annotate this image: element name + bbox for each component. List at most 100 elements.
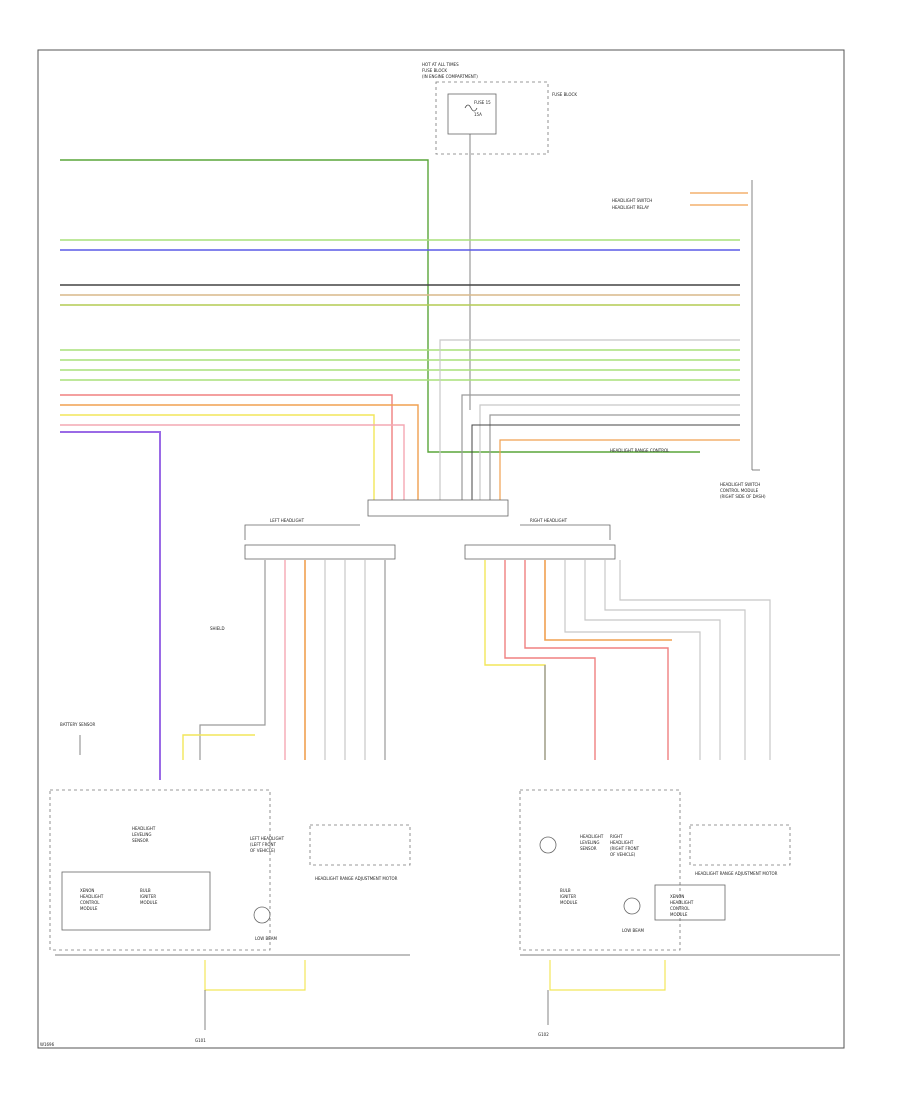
wire-right-lightgray-3 — [604, 560, 746, 760]
fuse-label: FUSE 15 — [474, 100, 491, 105]
left-ground-label: G101 — [195, 1038, 206, 1043]
left-headlight-assembly-outline — [49, 789, 271, 951]
left-module-label-3: OF VEHICLE) — [250, 848, 276, 853]
right-leveling-2: LEVELING — [580, 840, 600, 845]
splice-area: LEFT HEADLIGHT RIGHT HEADLIGHT — [244, 499, 616, 560]
left-ballast-1: BULB — [140, 888, 151, 893]
left-ballast-3: MODULE — [140, 900, 158, 905]
wire-right-yellow — [484, 560, 546, 760]
main-module-label-3: (RIGHT SIDE OF DASH) — [720, 494, 766, 499]
fuse-block: HOT AT ALL TIMES FUSE BLOCK (IN ENGINE C… — [422, 62, 577, 410]
wire-gray-c — [479, 404, 740, 500]
switch-input-label-2: HEADLIGHT RELAY — [612, 205, 650, 210]
left-xenon-3: CONTROL — [80, 900, 100, 905]
range-control-label: HEADLIGHT RANGE CONTROL — [610, 448, 670, 453]
right-xenon-module-box — [654, 884, 726, 921]
wire-yellow — [60, 414, 375, 500]
right-xenon-1: XENON — [670, 894, 684, 899]
fuse-symbol — [464, 104, 478, 112]
wire-gray-b — [461, 394, 740, 500]
diagram-footer-label: W1696 — [40, 1042, 55, 1047]
wire-violet — [60, 431, 161, 780]
wire-dark-e — [471, 424, 740, 500]
wire-green-top — [60, 159, 700, 453]
right-splice-bracket — [520, 524, 611, 540]
left-xenon-4: MODULE — [80, 906, 98, 911]
wire-right-orange — [544, 560, 672, 641]
right-xenon-2: HEADLIGHT — [670, 900, 694, 905]
right-lamp-label: LOW BEAM — [622, 928, 644, 933]
fuse-block-side-label: FUSE BLOCK — [552, 92, 577, 97]
left-module-label-2: (LEFT FRONT — [250, 842, 276, 847]
wire-orange — [60, 404, 419, 500]
left-range-motor-label: HEADLIGHT RANGE ADJUSTMENT MOTOR — [315, 876, 398, 881]
right-ballast-2: IGNITER — [560, 894, 576, 899]
left-xenon-2: HEADLIGHT — [80, 894, 104, 899]
right-headlight-assembly-outline — [519, 789, 681, 951]
left-aux-label: BATTERY SENSOR — [60, 722, 95, 727]
fuse-holder — [447, 93, 497, 135]
wire-left-gray — [199, 560, 266, 760]
left-shield-label: SHIELD — [210, 626, 225, 631]
wire-right-lightgray-4 — [619, 560, 771, 760]
main-module-label-1: HEADLIGHT SWITCH — [720, 482, 760, 487]
left-splice-bracket — [244, 524, 360, 540]
right-headlight-wiring — [484, 560, 771, 760]
right-lamp-bulb — [539, 836, 557, 854]
right-range-motor-label: HEADLIGHT RANGE ADJUSTMENT MOTOR — [695, 871, 778, 876]
wire-right-lightgray-2 — [584, 560, 721, 760]
right-ground-label: G102 — [538, 1032, 549, 1037]
left-xenon-1: XENON — [80, 888, 94, 893]
right-splice-title: RIGHT HEADLIGHT — [530, 518, 568, 523]
right-range-motor-box — [689, 824, 791, 866]
central-splice-connector — [367, 499, 509, 517]
left-module-label-1: LEFT HEADLIGHT — [250, 836, 285, 841]
left-xenon-module-box — [61, 871, 211, 931]
right-module-label-1: RIGHT — [610, 834, 623, 839]
fuse-value: 15A — [474, 112, 482, 117]
left-headlight-wiring: SHIELD — [182, 560, 386, 760]
right-leveling-1: HEADLIGHT — [580, 834, 604, 839]
right-ballast-1: BULB — [560, 888, 571, 893]
headlight-switch-connector: HEADLIGHT SWITCH CONTROL MODULE (RIGHT S… — [610, 180, 766, 499]
left-low-beam-lamp — [253, 906, 271, 924]
left-ground-yellow-wire — [204, 960, 306, 991]
wire-gray-d — [489, 414, 740, 500]
left-leveling-2: LEVELING — [132, 832, 152, 837]
right-low-beam-lamp — [623, 897, 641, 915]
bus-wires — [60, 159, 740, 780]
diagram-border — [37, 49, 845, 1049]
right-leveling-3: SENSOR — [580, 846, 597, 851]
left-lamp-label: LOW BEAM — [255, 936, 277, 941]
right-module-label-3: (RIGHT FRONT — [610, 846, 640, 851]
right-xenon-3: CONTROL — [670, 906, 690, 911]
wire-orange-right — [499, 439, 740, 500]
switch-input-label-1: HEADLIGHT SWITCH — [612, 198, 652, 203]
fuse-block-title-3: (IN ENGINE COMPARTMENT) — [422, 74, 478, 79]
right-lower-components: HEADLIGHT LEVELING SENSOR RIGHT HEADLIGH… — [519, 789, 840, 1037]
fuse-block-outline — [435, 81, 549, 155]
left-leveling-3: SENSOR — [132, 838, 149, 843]
fuse-block-title-2: FUSE BLOCK — [422, 68, 447, 73]
left-lower-components: BATTERY SENSOR XENON HEADLIGHT CONTROL M… — [49, 722, 411, 1043]
left-ballast-2: IGNITER — [140, 894, 156, 899]
wire-right-salmon — [504, 560, 596, 760]
main-module-label-2: CONTROL MODULE — [720, 488, 759, 493]
right-headlight-connector — [464, 544, 616, 560]
right-ground-yellow-wire — [549, 960, 666, 991]
right-xenon-4: MODULE — [670, 912, 688, 917]
fuse-block-title-1: HOT AT ALL TIMES — [422, 62, 459, 67]
wire-gray-a — [439, 339, 740, 500]
right-module-label-4: OF VEHICLE) — [610, 852, 636, 857]
left-range-motor-box — [309, 824, 411, 866]
right-module-label-2: HEADLIGHT — [610, 840, 634, 845]
left-leveling-1: HEADLIGHT — [132, 826, 156, 831]
wire-salmon — [60, 394, 393, 500]
left-headlight-connector — [244, 544, 396, 560]
wire-pink — [60, 424, 405, 500]
wire-left-yellow — [182, 734, 255, 760]
right-ballast-3: MODULE — [560, 900, 578, 905]
wire-right-lightgray-1 — [564, 560, 701, 760]
left-splice-title: LEFT HEADLIGHT — [270, 518, 305, 523]
